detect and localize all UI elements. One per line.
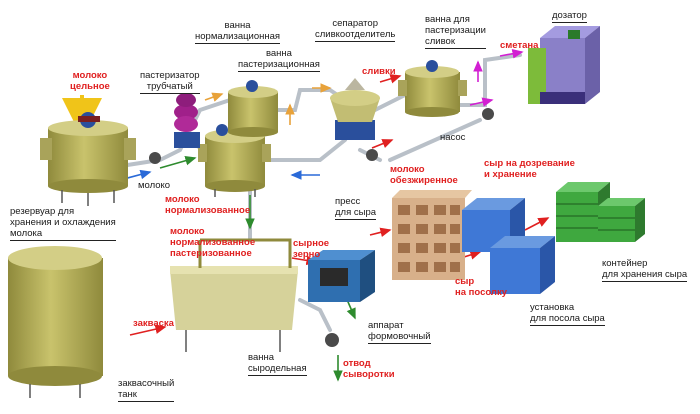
label-salting-unit: установка для посола сыра [530, 302, 605, 326]
label-starter-tank: заквасочный танк [118, 378, 175, 402]
arrow-milk-green [159, 156, 197, 169]
arrow-red-zakvaska [129, 324, 167, 336]
label-cheese-grain: сырное зерно [293, 238, 330, 260]
tubular-pasteurizer [174, 93, 200, 148]
label-separator: сепаратор сливкоотделитель [315, 18, 396, 42]
dosing-unit [528, 26, 600, 104]
label-sour-cream: сметана [500, 40, 539, 51]
label-whey-drain: отвод сыворотки [343, 358, 395, 380]
cheese-vat [170, 238, 339, 352]
normalization-tank [198, 124, 271, 197]
forming-apparatus [308, 250, 375, 302]
cream-pasteurization-tank [398, 60, 494, 120]
cheese-press [392, 190, 472, 280]
label-cheese-press: пресс для сыра [335, 196, 377, 220]
pasteurization-tank [228, 80, 278, 137]
label-forming-apparatus: аппарат формовочный [368, 320, 431, 344]
label-pasteurization-tank: ванна пастеризационная [238, 48, 320, 72]
label-tubular-pasteurizer: пастеризатор трубчатый [140, 70, 200, 94]
arrow-smetana [499, 48, 524, 59]
arrow-red-obezjir [371, 139, 394, 149]
label-normalized-milk: молоко нормализованное [165, 194, 251, 216]
label-cheese-ripening: сыр на дозревание и хранение [484, 158, 575, 180]
label-cheese-to-salting: сыр на посолку [455, 276, 507, 298]
label-cheese-vat: ванна сыродельная [248, 352, 307, 376]
label-storage-container: контейнер для хранения сыра [602, 258, 688, 282]
label-starter: закваска [133, 318, 174, 329]
arrow-red-dozrev [524, 217, 550, 231]
label-cream: сливки [362, 66, 396, 77]
arrow-red-press [369, 227, 392, 237]
label-dosing-unit: дозатор [552, 10, 587, 23]
storage-containers [556, 182, 645, 242]
label-normalized-pasteurized-milk: молоко нормализованное пастеризованное [170, 226, 256, 259]
arrow-orange-1 [204, 92, 224, 102]
arrow-slivki [379, 74, 402, 84]
arrow-magenta-2 [469, 97, 494, 107]
label-storage-tank: резервуар для хранения и охлаждения моло… [10, 206, 116, 241]
label-milk: молоко [138, 180, 171, 191]
label-pump: насос [440, 132, 466, 143]
storage-tank [40, 112, 161, 206]
separator [330, 78, 380, 161]
label-cream-pasteurization-tank: ванна для пастеризации сливок [425, 14, 486, 49]
label-whole-milk: молоко цельное [70, 70, 110, 92]
starter-tank [8, 246, 103, 398]
label-skim-milk: молоко обезжиренное [390, 164, 458, 186]
salting-unit [462, 198, 555, 294]
label-normalization-tank: ванна нормализационная [195, 20, 281, 44]
